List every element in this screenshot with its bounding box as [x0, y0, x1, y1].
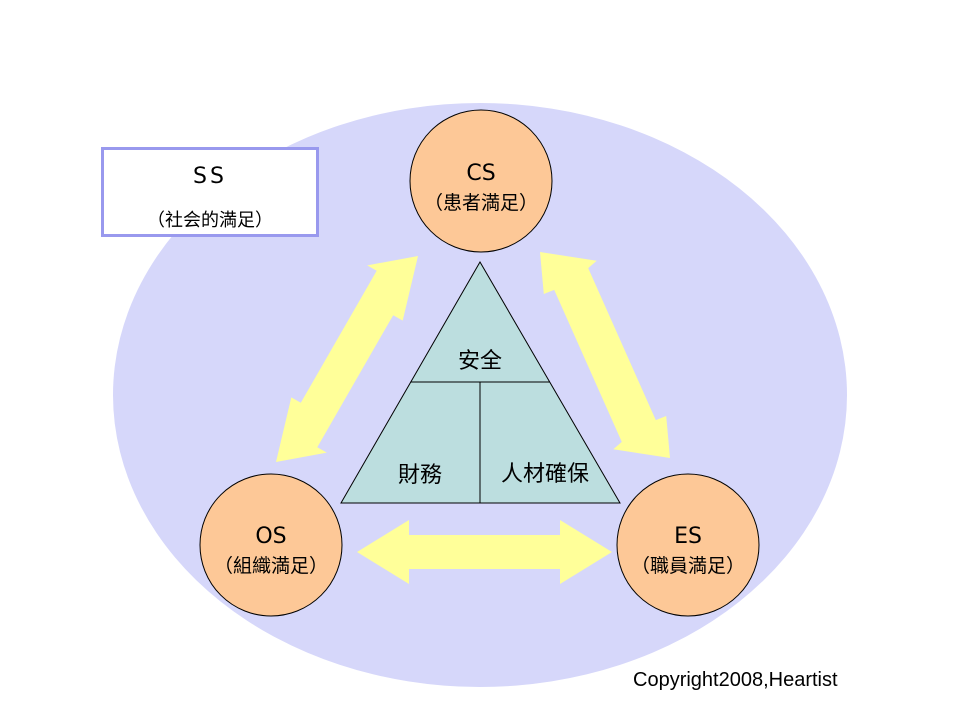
triangle-label-bottom-right: 人材確保: [501, 462, 589, 487]
triangle-label-bottom-left: 財務: [398, 463, 442, 488]
cs-circle: [409, 109, 553, 253]
arrow-os-es: [357, 520, 612, 584]
es-subtitle: （職員満足）: [631, 555, 745, 577]
arrow-cs-os: [276, 256, 418, 462]
os-subtitle: （組織満足）: [214, 555, 328, 577]
os-circle: [199, 473, 343, 617]
ss-box: SS （社会的満足）: [101, 147, 319, 237]
cs-subtitle: （患者満足）: [424, 192, 538, 214]
es-title: ES: [674, 524, 702, 549]
os-title: OS: [255, 524, 286, 549]
arrow-cs-es: [540, 252, 670, 458]
ss-title: SS: [193, 164, 227, 189]
cs-title: CS: [466, 161, 495, 186]
copyright-text: Copyright2008,Heartist: [633, 669, 838, 691]
ss-subtitle: （社会的満足）: [147, 210, 273, 231]
triangle-label-top: 安全: [458, 349, 502, 374]
es-circle: [616, 473, 760, 617]
